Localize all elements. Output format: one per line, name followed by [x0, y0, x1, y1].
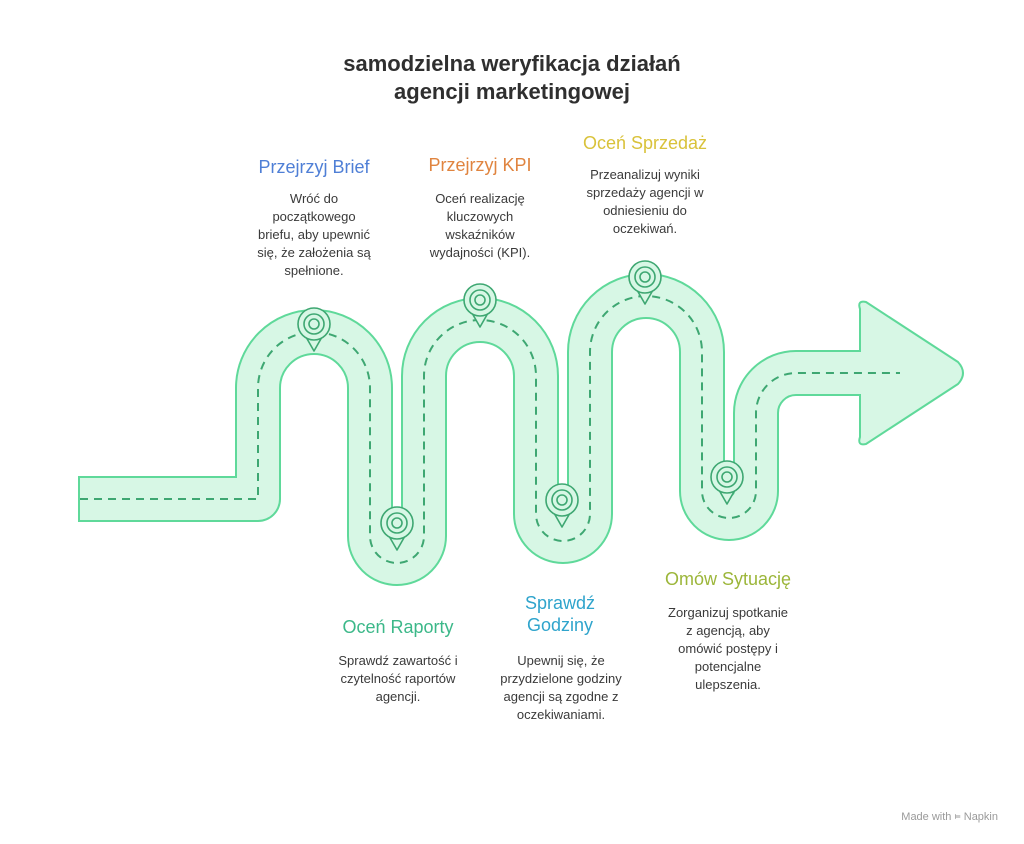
map-pin-icon	[710, 460, 744, 505]
step-desc-ocen-sprzedaz: Przeanalizuj wyniki sprzedaży agencji w …	[586, 167, 704, 236]
page-title: samodzielna weryfikacja działań agencji …	[262, 50, 762, 106]
map-pin-icon	[380, 506, 414, 551]
footer-credit: Made with ⫢ Napkin	[901, 810, 998, 823]
step-desc-przejrzyj-brief: Wróć do początkowego briefu, aby upewnić…	[257, 191, 371, 278]
map-pin-icon	[463, 283, 497, 328]
step-title-przejrzyj-kpi: Przejrzyj KPI	[428, 155, 532, 175]
step-desc-ocen-raporty: Sprawdź zawartość i czytelność raportów …	[338, 653, 458, 704]
map-pin-icon	[545, 483, 579, 528]
step-title-przejrzyj-brief: Przejrzyj Brief	[258, 157, 370, 177]
step-title-ocen-raporty: Oceń Raporty	[342, 617, 454, 637]
step-title-sprawdz-godziny: Sprawdź Godziny	[524, 593, 596, 635]
napkin-logo-icon: ⫢	[954, 810, 961, 822]
map-pin-icon	[628, 260, 662, 305]
step-desc-omow-sytuacje: Zorganizuj spotkanie z agencją, aby omów…	[668, 605, 788, 692]
arrow-head	[858, 300, 964, 446]
map-pin-icon	[297, 307, 331, 352]
brand-label: Napkin	[963, 810, 998, 823]
title-line-2: agencji marketingowej	[394, 79, 630, 104]
made-with-label: Made with	[901, 810, 952, 823]
road-center-line	[80, 295, 900, 564]
step-desc-sprawdz-godziny: Upewnij się, że przydzielone godziny age…	[500, 653, 622, 722]
step-title-omow-sytuacje: Omów Sytuację	[664, 569, 792, 589]
step-title-ocen-sprzedaz: Oceń Sprzedaż	[582, 133, 708, 153]
arrow-seam	[855, 352, 873, 394]
step-desc-przejrzyj-kpi: Oceń realizację kluczowych wskaźników wy…	[429, 191, 531, 260]
title-line-1: samodzielna weryfikacja działań	[343, 51, 681, 76]
